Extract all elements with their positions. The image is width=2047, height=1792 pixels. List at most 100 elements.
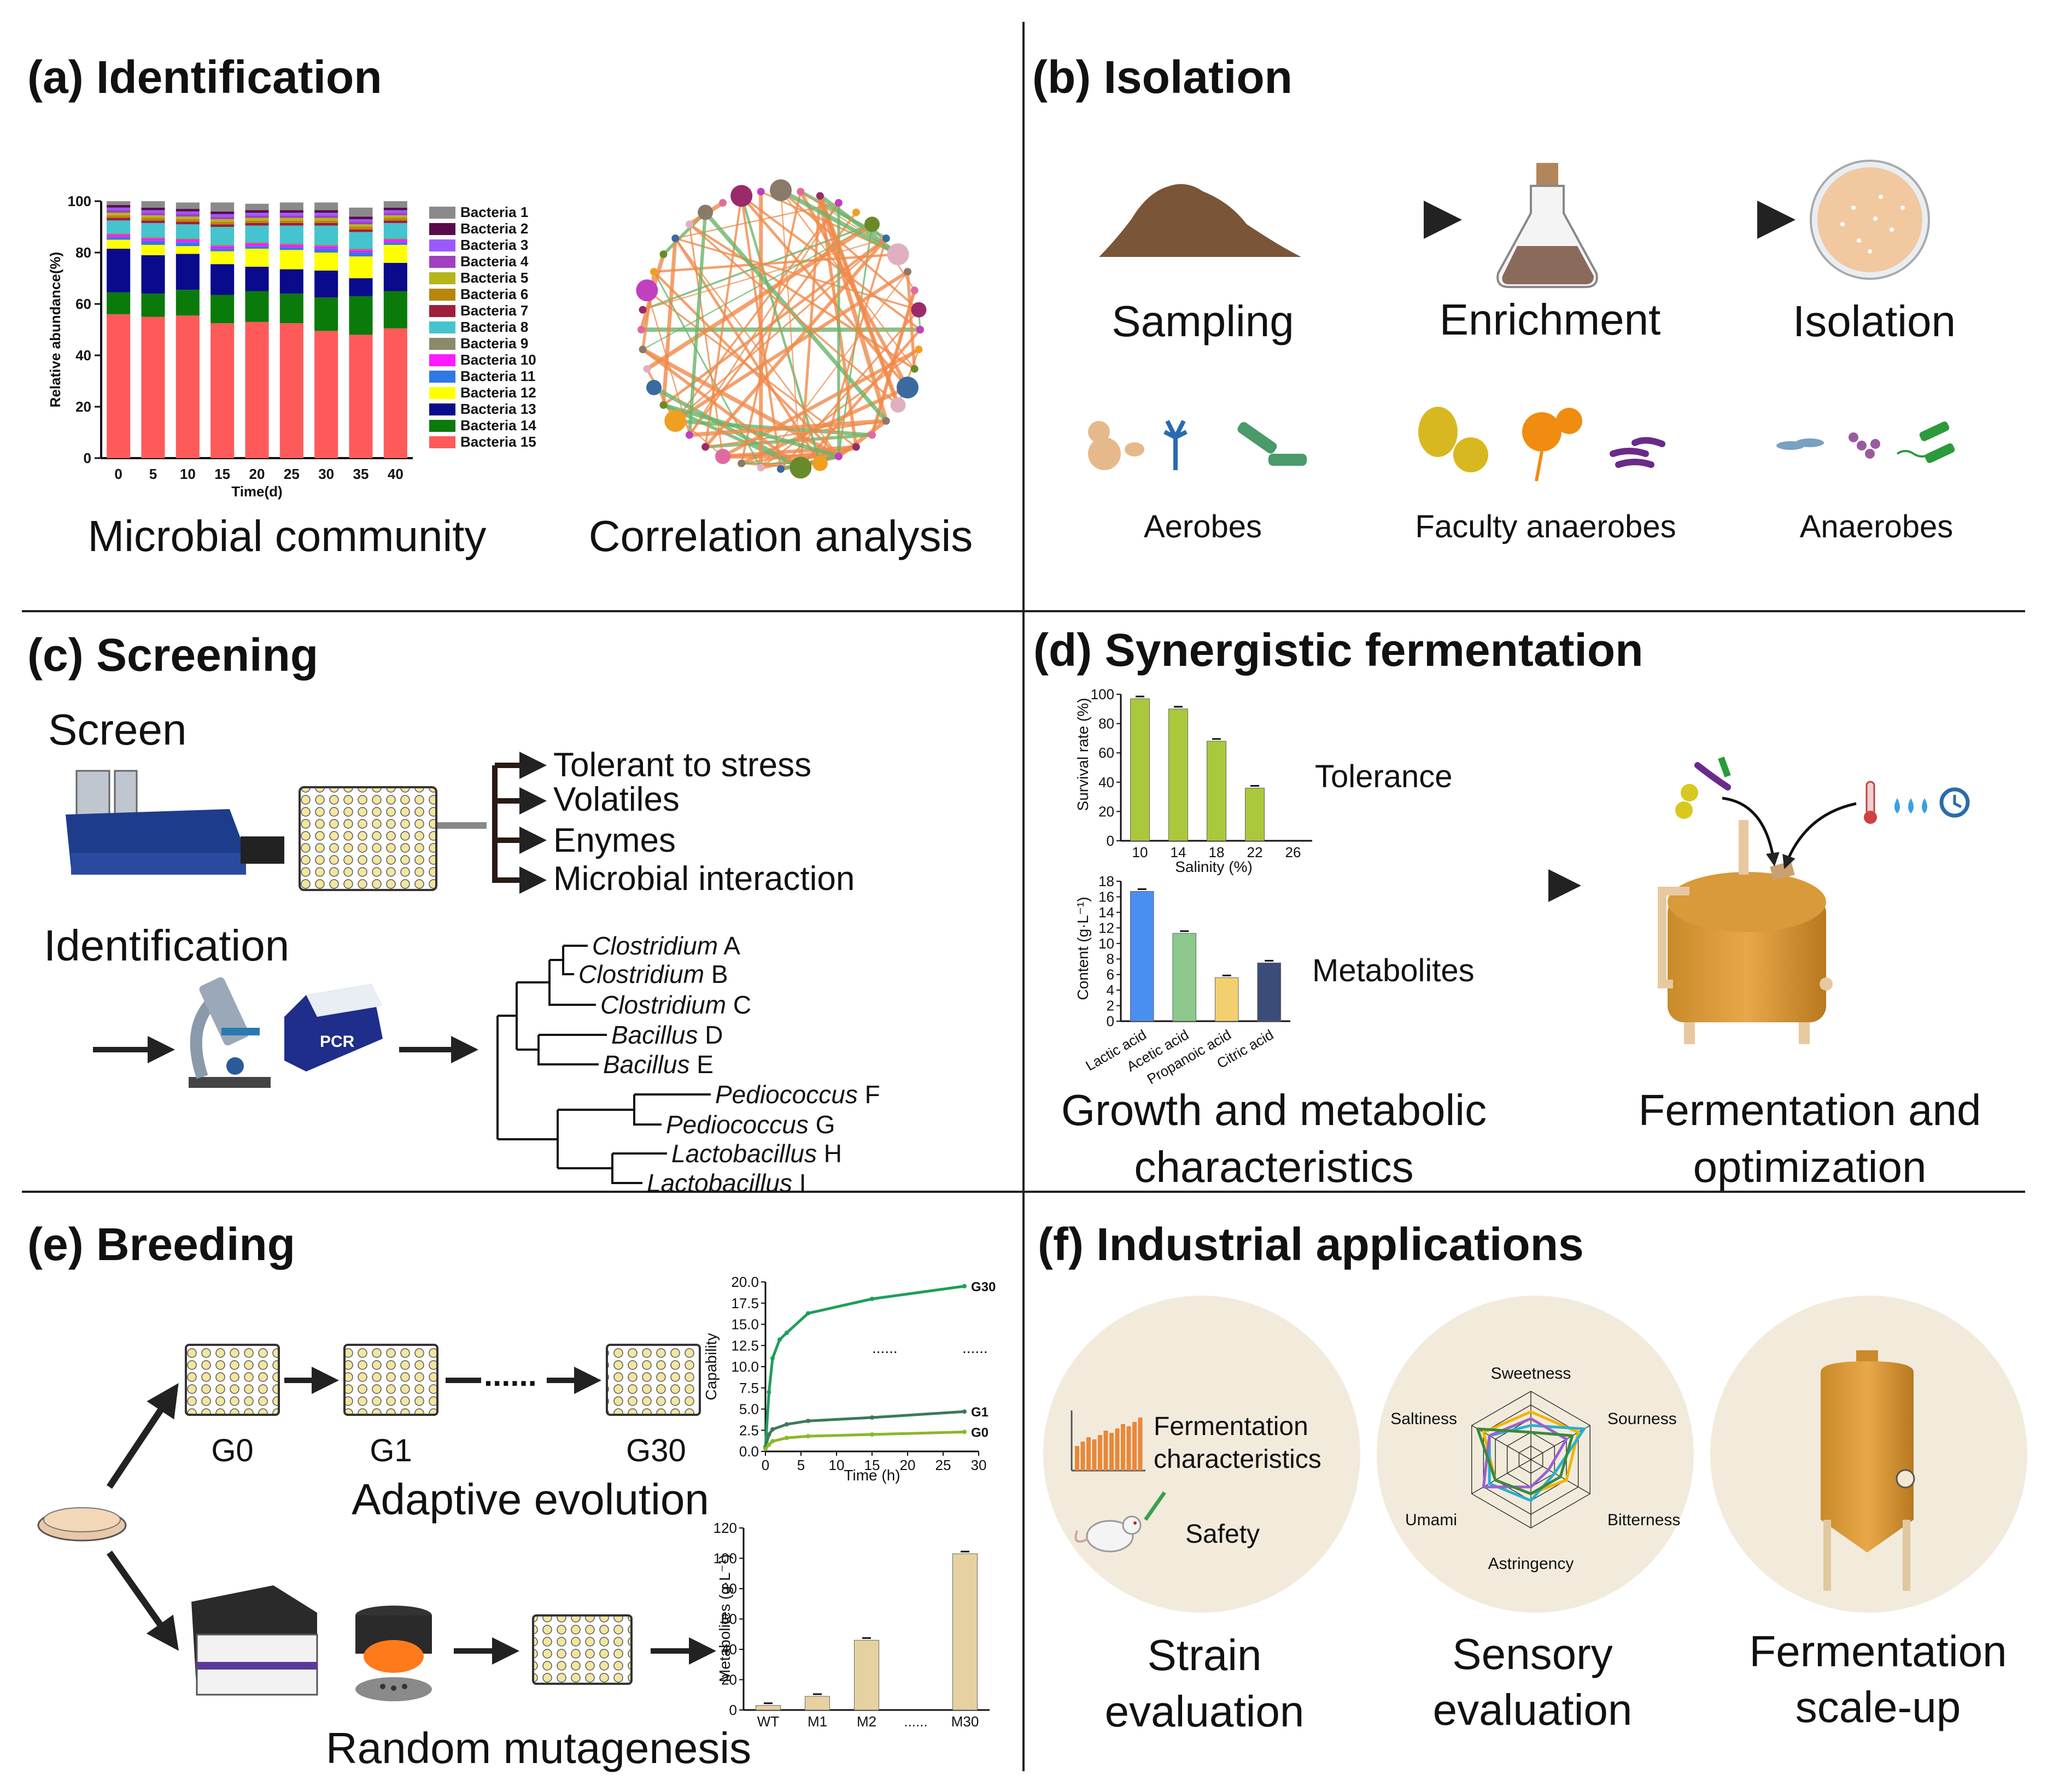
gen-g1: G1 — [370, 1433, 412, 1468]
tree-tag: F — [858, 1080, 880, 1109]
network-edge — [740, 196, 782, 470]
network-node — [639, 306, 647, 314]
community-bar-segment — [279, 213, 303, 215]
community-bar-segment — [210, 214, 235, 217]
community-bar-segment — [107, 201, 131, 206]
community-bar-segment — [314, 213, 338, 215]
network-edge — [646, 289, 857, 448]
community-bar-segment — [279, 225, 303, 244]
tree-genus: Clostridium — [578, 960, 704, 988]
capability-point — [962, 1430, 967, 1434]
community-bar-segment — [210, 224, 235, 227]
tree-branch — [562, 945, 588, 975]
network-node — [852, 443, 860, 451]
community-bar-segment — [107, 239, 131, 249]
community-bar-segment — [349, 253, 373, 257]
community-bar-segment — [176, 216, 200, 219]
capability-dots-1: ...... — [872, 1339, 898, 1356]
capability-point — [770, 1439, 775, 1444]
legend-swatch — [429, 420, 455, 432]
community-bar-segment — [383, 239, 407, 243]
network-node — [770, 179, 792, 201]
legend-label: Bacteria 9 — [460, 335, 528, 352]
legend-swatch — [429, 272, 455, 284]
petri-dish-icon — [1810, 160, 1930, 280]
panel-c-heading: (c) Screening — [27, 629, 318, 681]
salinityChart-ytick-label: 60 — [1098, 745, 1114, 761]
legend-swatch — [429, 223, 455, 235]
community-bar-segment — [141, 255, 165, 294]
faculty-anaerobes-icon — [1418, 407, 1665, 482]
network-node — [698, 204, 713, 220]
community-bar-segment — [141, 241, 165, 245]
capability-point — [777, 1337, 782, 1342]
community-bar-segment — [245, 248, 269, 267]
community-bar-segment — [210, 248, 235, 251]
tree-branch — [558, 1093, 711, 1126]
radar-axis-label: Saltiness — [1390, 1410, 1457, 1428]
community-bar-segment — [279, 250, 303, 270]
pcr-machine-icon: PCR — [284, 984, 383, 1071]
community-bar-segment — [107, 314, 131, 458]
network-node — [915, 345, 923, 354]
network-edge — [780, 189, 920, 311]
community-bar-segment — [314, 225, 338, 245]
community-xlabel: Time(d) — [231, 483, 282, 500]
community-bar-segment — [107, 205, 131, 208]
legend-label: Bacteria 7 — [460, 302, 528, 319]
mutChart-ytick-label: 20 — [721, 1672, 737, 1688]
community-bar-segment — [107, 215, 131, 218]
capability-point — [962, 1284, 967, 1289]
radar-axis-label: Umami — [1405, 1511, 1457, 1529]
network-node — [864, 216, 880, 232]
network-node — [916, 326, 924, 333]
network-node — [910, 365, 919, 373]
community-bar-segment — [279, 269, 303, 294]
legend-label: Bacteria 15 — [460, 434, 536, 450]
metabChart-ytick-label: 2 — [1107, 998, 1114, 1014]
community-bar-segment — [107, 218, 131, 221]
salinityChart-ytick-label: 80 — [1098, 716, 1114, 732]
capability-ytick-label: 0.0 — [739, 1443, 759, 1460]
community-bar-segment — [210, 244, 235, 247]
community-bar-segment — [349, 229, 373, 232]
community-bar-segment — [141, 238, 165, 241]
community-bar-segment — [141, 213, 165, 215]
network-edge — [688, 212, 857, 436]
panel-a-caption-1: Microbial community — [87, 512, 486, 560]
community-xtick-label: 15 — [214, 466, 230, 482]
mini-bar — [1109, 1433, 1114, 1471]
community-ylabel: Relative abundance(%) — [47, 252, 63, 408]
community-bar-segment — [141, 215, 165, 218]
network-node — [636, 279, 658, 302]
tree-label: Clostridium B — [578, 960, 728, 988]
community-bar-segment — [210, 211, 235, 214]
identification-label: Identification — [44, 921, 289, 970]
community-bar-segment — [349, 250, 373, 253]
community-bar-segment — [176, 214, 200, 217]
panel-d-caption-2b: optimization — [1693, 1143, 1927, 1191]
type-anaerobes: Anaerobes — [1800, 509, 1954, 544]
network-node — [659, 401, 668, 409]
capability-dots-2: ...... — [962, 1339, 988, 1356]
community-bar-segment — [314, 297, 338, 331]
network-edge — [687, 212, 707, 435]
capability-point — [767, 1442, 771, 1447]
community-bar-segment — [245, 266, 269, 291]
community-bar-segment — [245, 225, 269, 243]
legend-label: Bacteria 12 — [460, 384, 536, 401]
network-edge — [705, 420, 886, 448]
legend-swatch — [429, 289, 455, 301]
tree-branch — [548, 959, 596, 1006]
capability-xtick-label: 5 — [797, 1457, 805, 1473]
tolerance-label: Tolerance — [1315, 759, 1452, 794]
mini-bar — [1126, 1426, 1131, 1471]
community-bar-segment — [314, 331, 338, 458]
tree-tag: B — [704, 960, 728, 988]
community-bar-segment — [383, 328, 407, 458]
community-bar-segment — [279, 218, 303, 221]
radar-axis-label: Sweetness — [1491, 1365, 1571, 1383]
